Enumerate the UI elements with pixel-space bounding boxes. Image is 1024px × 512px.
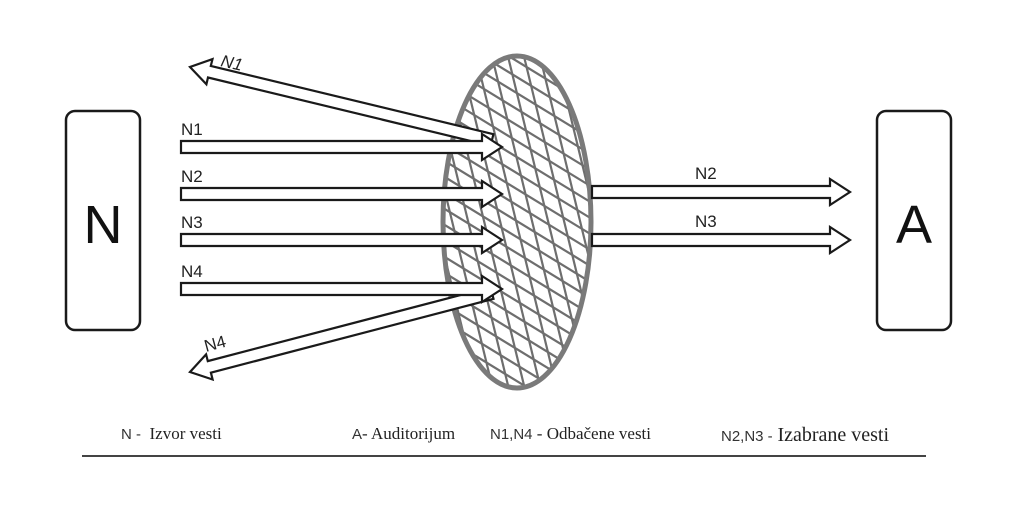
hatch-line bbox=[430, 0, 610, 6]
hatch-line bbox=[534, 56, 591, 388]
passed-arrow-n2 bbox=[590, 176, 853, 208]
hatch-line bbox=[328, 40, 418, 410]
legend-desc: Izvor vesti bbox=[149, 424, 222, 443]
hatch-line bbox=[430, 0, 610, 54]
incoming-arrow-label: N2 bbox=[181, 167, 203, 186]
source-box-label: N bbox=[84, 195, 123, 255]
hatch-line bbox=[443, 199, 591, 311]
hatch-line bbox=[582, 56, 591, 388]
legend-item-rejected: N1,N4 - Odbačene vesti bbox=[490, 424, 651, 444]
hatch-line bbox=[776, 40, 866, 410]
hatch-line bbox=[430, 392, 610, 502]
hatch-line bbox=[454, 56, 548, 388]
hatch-line bbox=[443, 135, 591, 247]
legend-desc: Izabrane vesti bbox=[777, 424, 890, 446]
incoming-arrow-label: N4 bbox=[181, 262, 203, 281]
hatch-line bbox=[600, 40, 690, 410]
incoming-arrow-n3 bbox=[179, 224, 505, 256]
legend-key: N1,N4 bbox=[490, 426, 533, 443]
legend-item-selected: N2,N3 - Izabrane vesti bbox=[721, 424, 889, 447]
source-box: N bbox=[64, 109, 142, 332]
passed-arrow-label: N3 bbox=[695, 212, 717, 231]
hatch-line bbox=[744, 40, 834, 410]
hatch-line bbox=[443, 183, 591, 295]
arrows bbox=[179, 57, 853, 382]
legend-key: N2,N3 - bbox=[721, 428, 773, 445]
hatch-line bbox=[712, 40, 802, 410]
hatch-line bbox=[760, 40, 850, 410]
legend-item-audience: A- Auditorijum bbox=[352, 424, 455, 444]
incoming-arrow-n1 bbox=[179, 131, 505, 163]
incoming-arrow-label: N3 bbox=[181, 213, 203, 232]
hatch-line bbox=[680, 40, 770, 410]
hatch-line bbox=[443, 167, 591, 279]
hatch-line bbox=[616, 40, 706, 410]
hatch-line bbox=[648, 40, 738, 410]
rejected-arrow-label: N1 bbox=[219, 51, 244, 74]
rejected-arrow-n4 bbox=[188, 285, 495, 382]
audience-box-label: A bbox=[896, 195, 932, 255]
hatch-line bbox=[518, 56, 591, 388]
rejected-arrow-label: N4 bbox=[202, 332, 228, 356]
hatch-line bbox=[443, 56, 500, 388]
hatch-line bbox=[344, 40, 434, 410]
incoming-arrow-label: N1 bbox=[181, 120, 203, 139]
legend-divider bbox=[82, 455, 926, 457]
legend-key: N - bbox=[121, 426, 141, 443]
passed-arrow-n3 bbox=[590, 224, 853, 256]
legend-desc: - Odbačene vesti bbox=[536, 424, 652, 443]
hatch-line bbox=[728, 40, 818, 410]
hatch-line bbox=[443, 151, 591, 263]
incoming-arrow-n4 bbox=[179, 273, 505, 305]
rejected-arrow-n1 bbox=[188, 57, 495, 148]
hatch-line bbox=[430, 0, 610, 38]
audience-box: A bbox=[875, 109, 953, 332]
hatch-line bbox=[443, 56, 452, 388]
hatch-line bbox=[430, 0, 610, 22]
legend-item-source: N - Izvor vesti bbox=[121, 424, 222, 444]
hatch-line bbox=[792, 40, 882, 410]
legend-desc: - Auditorijum bbox=[362, 424, 456, 443]
legend-key: A bbox=[352, 426, 363, 443]
passed-arrow-label: N2 bbox=[695, 164, 717, 183]
hatch-line bbox=[470, 56, 564, 388]
incoming-arrow-n2 bbox=[179, 178, 505, 210]
